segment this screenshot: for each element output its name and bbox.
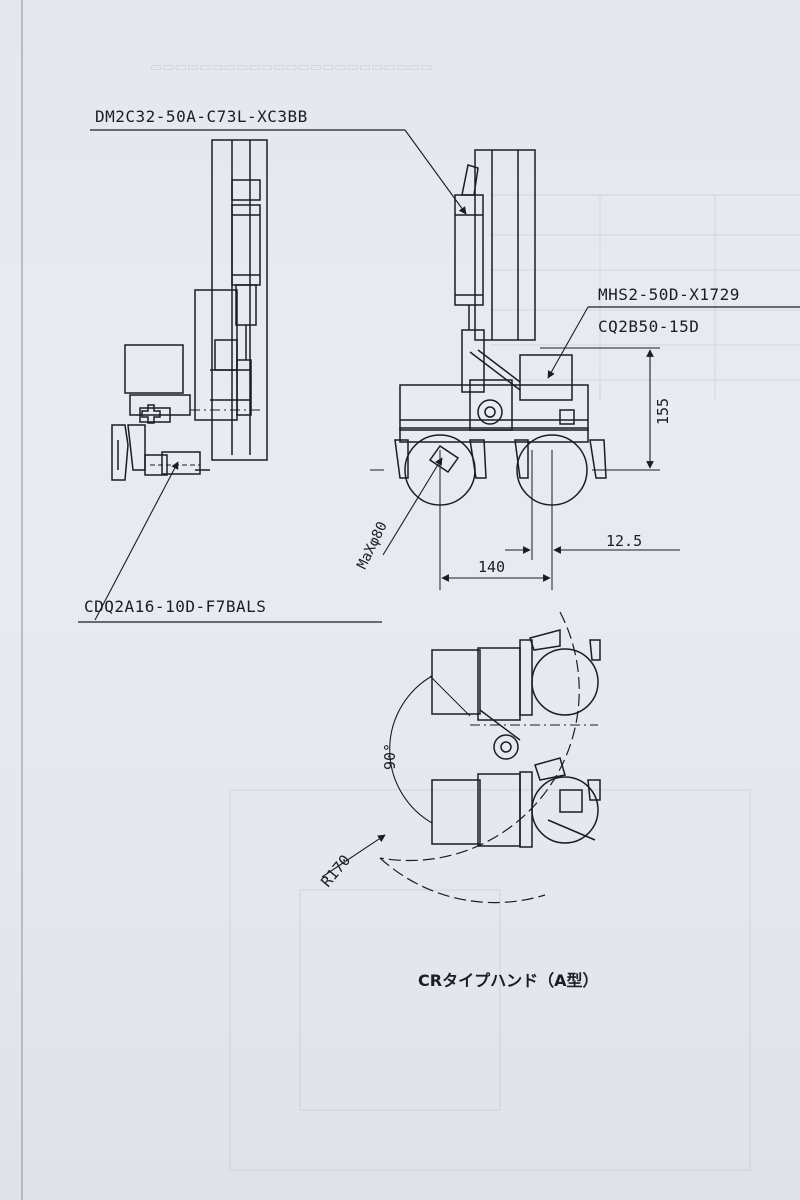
part-small-cylinder-label: CDQ2A16-10D-F7BALS: [84, 597, 266, 616]
part-cylinder-label: DM2C32-50A-C73L-XC3BB: [95, 107, 308, 126]
dim-155-label: 155: [654, 398, 672, 425]
front-view-drawing: [394, 149, 607, 506]
bleed-through-decoration: ▭▭▭▭▭▭▭▭▭▭▭▭▭▭▭▭▭▭▭▭▭▭▭: [150, 60, 433, 75]
max-dia-label: MaXφ80: [354, 519, 391, 571]
part-gripper-label: MHS2-50D-X1729: [598, 285, 740, 304]
top-view-drawing: [379, 611, 601, 904]
front-centerlines: [370, 347, 660, 590]
faint-table: [229, 194, 800, 1171]
figure-caption: CRタイプハンド（A型）: [418, 971, 598, 990]
dim-12-5-label: 12.5: [606, 532, 642, 550]
side-view-drawing: [111, 139, 268, 481]
part-compact-cylinder-label: CQ2B50-15D: [598, 317, 699, 336]
dim-140-label: 140: [478, 558, 505, 576]
radius-170-label: R170: [317, 851, 354, 890]
angle-90-label: 90°: [381, 743, 399, 770]
